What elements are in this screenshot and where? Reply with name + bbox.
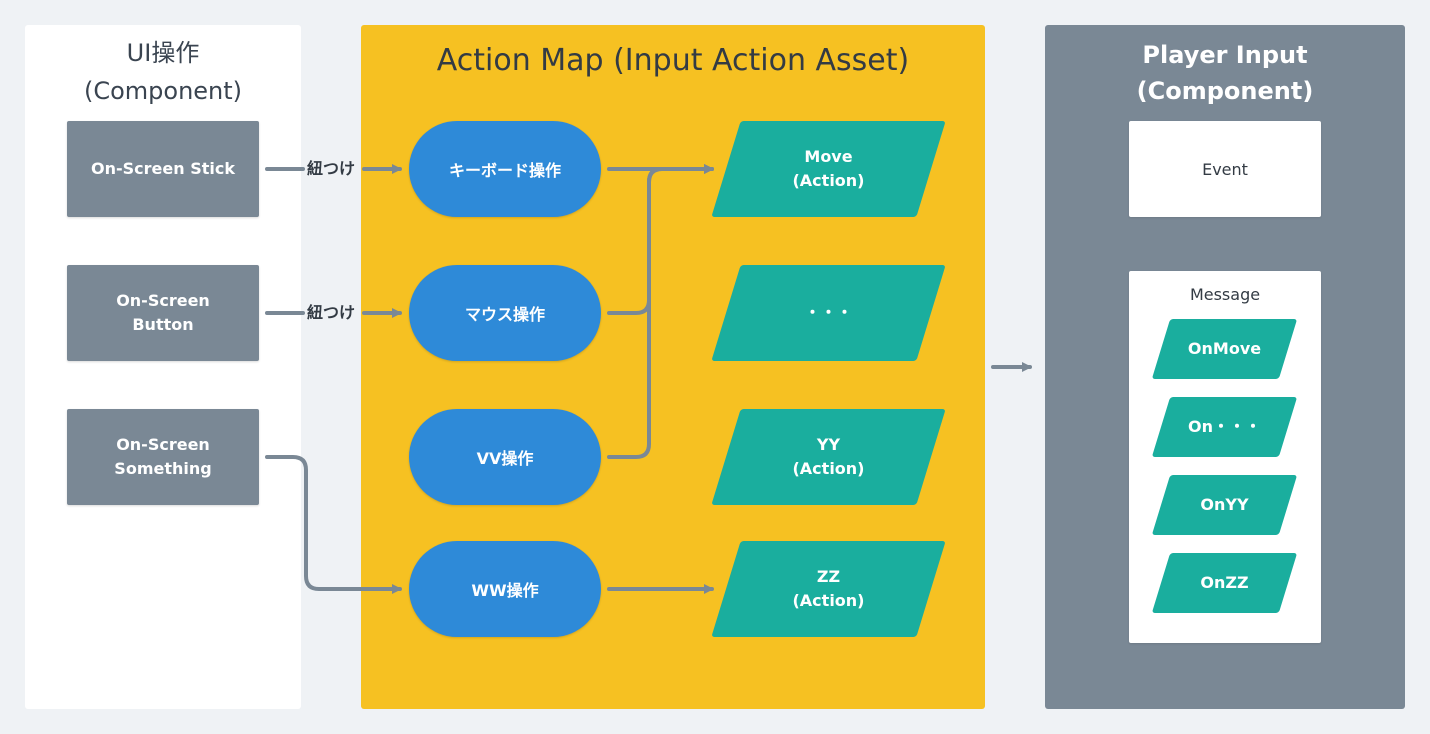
event-box: Event xyxy=(1129,121,1321,217)
on-screen-something-box: On-Screen Something xyxy=(67,409,259,505)
on-screen-stick-label: On-Screen Stick xyxy=(91,159,235,178)
action-ellipsis: ・・・ xyxy=(726,265,931,361)
message-onzz-label: OnZZ xyxy=(1200,573,1249,592)
ui-panel-title: UI操作 xyxy=(126,39,200,67)
action-map-title: Action Map (Input Action Asset) xyxy=(436,43,910,78)
link-label-button: 紐つけ xyxy=(307,303,356,322)
vv-operation-pill: VV操作 xyxy=(409,409,601,505)
message-onmove: OnMove xyxy=(1161,319,1288,379)
message-onzz: OnZZ xyxy=(1161,553,1288,613)
link-label-stick: 紐つけ xyxy=(307,159,356,178)
keyboard-operation-pill: キーボード操作 xyxy=(409,121,601,217)
action-yy-name: YY xyxy=(816,435,841,454)
action-move: Move (Action) xyxy=(726,121,931,217)
action-move-name: Move xyxy=(804,147,853,166)
on-screen-button-label: On-Screen Button xyxy=(116,291,210,334)
action-yy: YY (Action) xyxy=(726,409,931,505)
ww-operation-pill: WW操作 xyxy=(409,541,601,637)
message-onyy-label: OnYY xyxy=(1200,495,1249,514)
player-input-subtitle: (Component) xyxy=(1136,77,1314,105)
on-screen-stick-box: On-Screen Stick xyxy=(67,121,259,217)
action-move-type: (Action) xyxy=(792,171,865,190)
message-onmove-label: OnMove xyxy=(1187,339,1262,358)
ui-panel-subtitle: (Component) xyxy=(83,77,243,105)
action-zz-type: (Action) xyxy=(792,591,865,610)
message-label: Message xyxy=(1189,285,1261,304)
action-zz-name: ZZ xyxy=(816,567,841,586)
player-input-title: Player Input xyxy=(1142,41,1308,69)
action-zz: ZZ (Action) xyxy=(726,541,931,637)
mouse-operation-pill: マウス操作 xyxy=(409,265,601,361)
on-screen-button-box: On-Screen Button xyxy=(67,265,259,361)
action-yy-type: (Action) xyxy=(792,459,865,478)
message-on-ellipsis-label: On・・・ xyxy=(1188,417,1261,436)
message-on-ellipsis: On・・・ xyxy=(1161,397,1288,457)
message-onyy: OnYY xyxy=(1161,475,1288,535)
on-screen-something-label: On-Screen Something xyxy=(114,435,212,478)
action-ellipsis-name: ・・・ xyxy=(804,303,853,322)
